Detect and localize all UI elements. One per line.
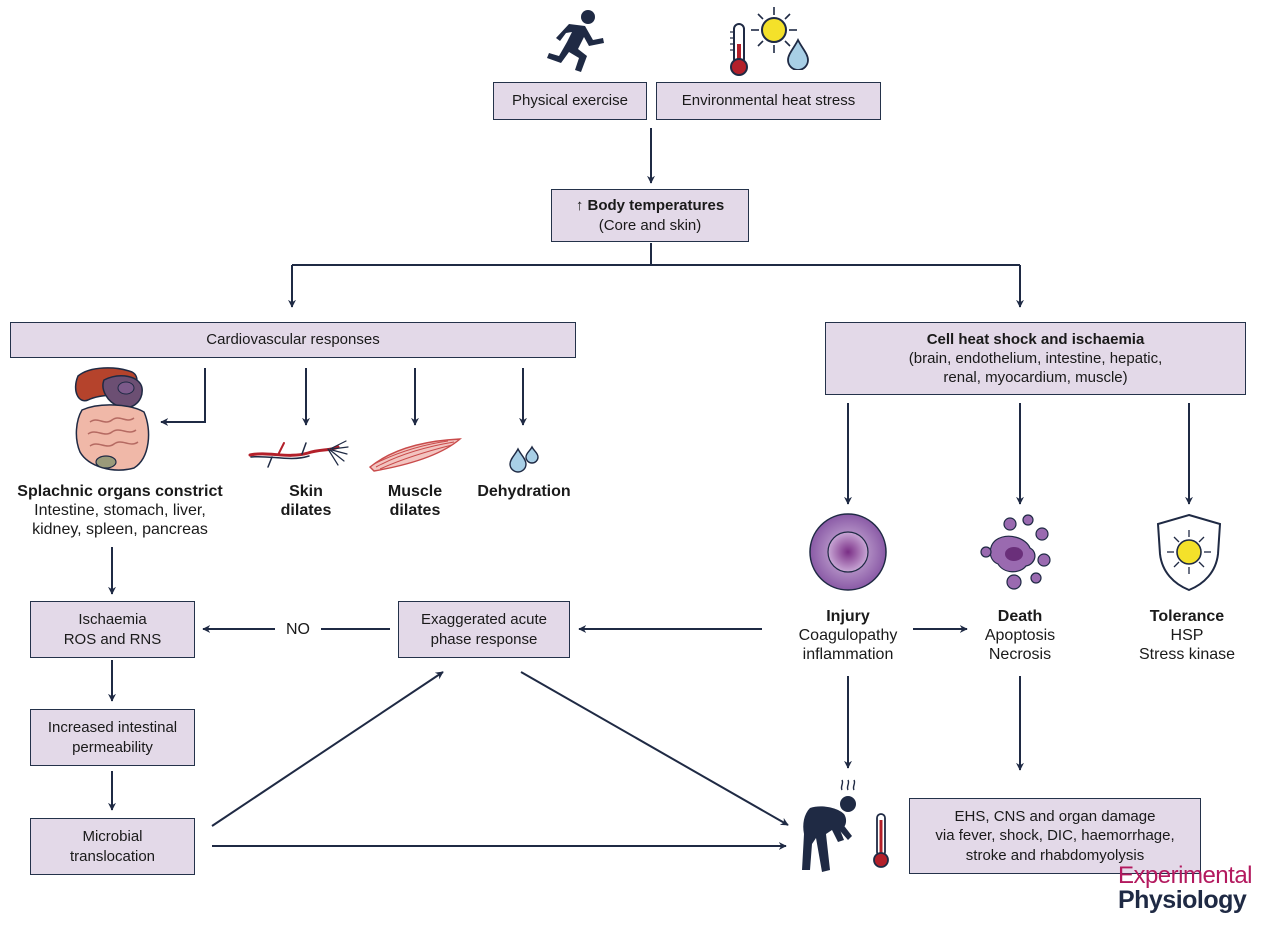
splanchnic-organs-label: Splachnic organs constrict Intestine, st… — [0, 482, 240, 540]
body-temperatures-subtitle: (Core and skin) — [598, 216, 702, 234]
acute-phase-line1: Exaggerated acute — [421, 611, 547, 629]
tolerance-line2: Stress kinase — [1138, 646, 1236, 664]
no-label: NO — [276, 620, 320, 639]
ischaemia-line1: Ischaemia — [78, 611, 147, 629]
acute-phase-line2: phase response — [430, 630, 538, 648]
digestive-organs-icon — [74, 367, 150, 471]
skin-line1: Skin — [289, 483, 323, 500]
ehs-organ-damage-box: EHS, CNS and organ damage via fever, sho… — [909, 798, 1201, 874]
injury-title: Injury — [826, 608, 870, 625]
ehs-line1: EHS, CNS and organ damage — [954, 808, 1156, 826]
ehs-line3: stroke and rhabdomyolysis — [965, 846, 1145, 864]
logo-line1: Experimental — [1117, 862, 1253, 889]
ischaemia-box: Ischaemia ROS and RNS — [30, 601, 195, 658]
shield-sun-icon — [1156, 513, 1222, 592]
physical-exercise-label: Physical exercise — [512, 92, 628, 110]
death-title: Death — [997, 608, 1043, 625]
hot-thermometer-icon — [873, 813, 889, 868]
blood-vessel-icon — [248, 440, 349, 468]
splanchnic-line1: Intestine, stomach, liver, — [34, 502, 206, 520]
ehs-line2: via fever, shock, DIC, haemorrhage, — [935, 827, 1175, 845]
environmental-heat-stress-label: Environmental heat stress — [681, 92, 856, 110]
cell-heat-shock-title: Cell heat shock and ischaemia — [926, 330, 1145, 348]
sun-icon — [751, 7, 797, 53]
tolerance-title: Tolerance — [1149, 608, 1225, 625]
muscle-line2: dilates — [389, 502, 441, 520]
injured-cell-icon — [809, 513, 887, 591]
splanchnic-line2: kidney, spleen, pancreas — [32, 521, 208, 539]
injury-line1: Coagulopathy — [798, 627, 898, 645]
apoptotic-cell-icon — [980, 514, 1051, 590]
cell-heat-shock-sub1: (brain, endothelium, intestine, hepatic, — [908, 349, 1163, 367]
skin-dilates-label: Skin dilates — [256, 482, 356, 520]
death-line1: Apoptosis — [984, 627, 1056, 645]
tolerance-label: Tolerance HSP Stress kinase — [1112, 607, 1262, 665]
thermometer-icon — [730, 23, 748, 76]
tolerance-line1: HSP — [1170, 627, 1204, 645]
permeability-line1: Increased intestinal — [47, 719, 178, 737]
microbial-translocation-box: Microbial translocation — [30, 818, 195, 875]
dehydration-text: Dehydration — [477, 483, 571, 500]
dehydration-label: Dehydration — [463, 482, 585, 501]
muscle-dilates-label: Muscle dilates — [365, 482, 465, 520]
body-temperatures-box: ↑ Body temperatures (Core and skin) — [551, 189, 749, 242]
water-droplets-icon — [509, 445, 539, 473]
permeability-line2: permeability — [72, 738, 153, 756]
physical-exercise-box: Physical exercise — [493, 82, 647, 120]
running-person-icon — [547, 10, 604, 72]
acute-phase-box: Exaggerated acute phase response — [398, 601, 570, 658]
muscle-fiber-icon — [368, 438, 462, 472]
cardiovascular-responses-label: Cardiovascular responses — [206, 331, 380, 349]
injury-line2: inflammation — [802, 646, 894, 664]
cell-heat-shock-sub2: renal, myocardium, muscle) — [943, 369, 1128, 387]
water-drop-icon — [787, 38, 809, 70]
death-label: Death Apoptosis Necrosis — [950, 607, 1090, 665]
skin-line2: dilates — [280, 502, 332, 520]
body-temperatures-title: ↑ Body temperatures — [575, 197, 725, 215]
ischaemia-line2: ROS and RNS — [63, 630, 162, 648]
injury-label: Injury Coagulopathy inflammation — [768, 607, 928, 665]
journal-logo: Experimental Physiology — [1117, 862, 1253, 914]
muscle-line1: Muscle — [387, 483, 443, 500]
cell-heat-shock-box: Cell heat shock and ischaemia (brain, en… — [825, 322, 1246, 395]
death-line2: Necrosis — [988, 646, 1052, 664]
microbial-line2: translocation — [69, 847, 156, 865]
logo-line2: Physiology — [1117, 886, 1247, 914]
exhausted-person-icon — [802, 779, 856, 872]
microbial-line1: Microbial — [82, 828, 143, 846]
no-text: NO — [286, 621, 310, 638]
environmental-heat-stress-box: Environmental heat stress — [656, 82, 881, 120]
cardiovascular-responses-box: Cardiovascular responses — [10, 322, 576, 358]
splanchnic-title: Splachnic organs constrict — [17, 483, 223, 500]
intestinal-permeability-box: Increased intestinal permeability — [30, 709, 195, 766]
